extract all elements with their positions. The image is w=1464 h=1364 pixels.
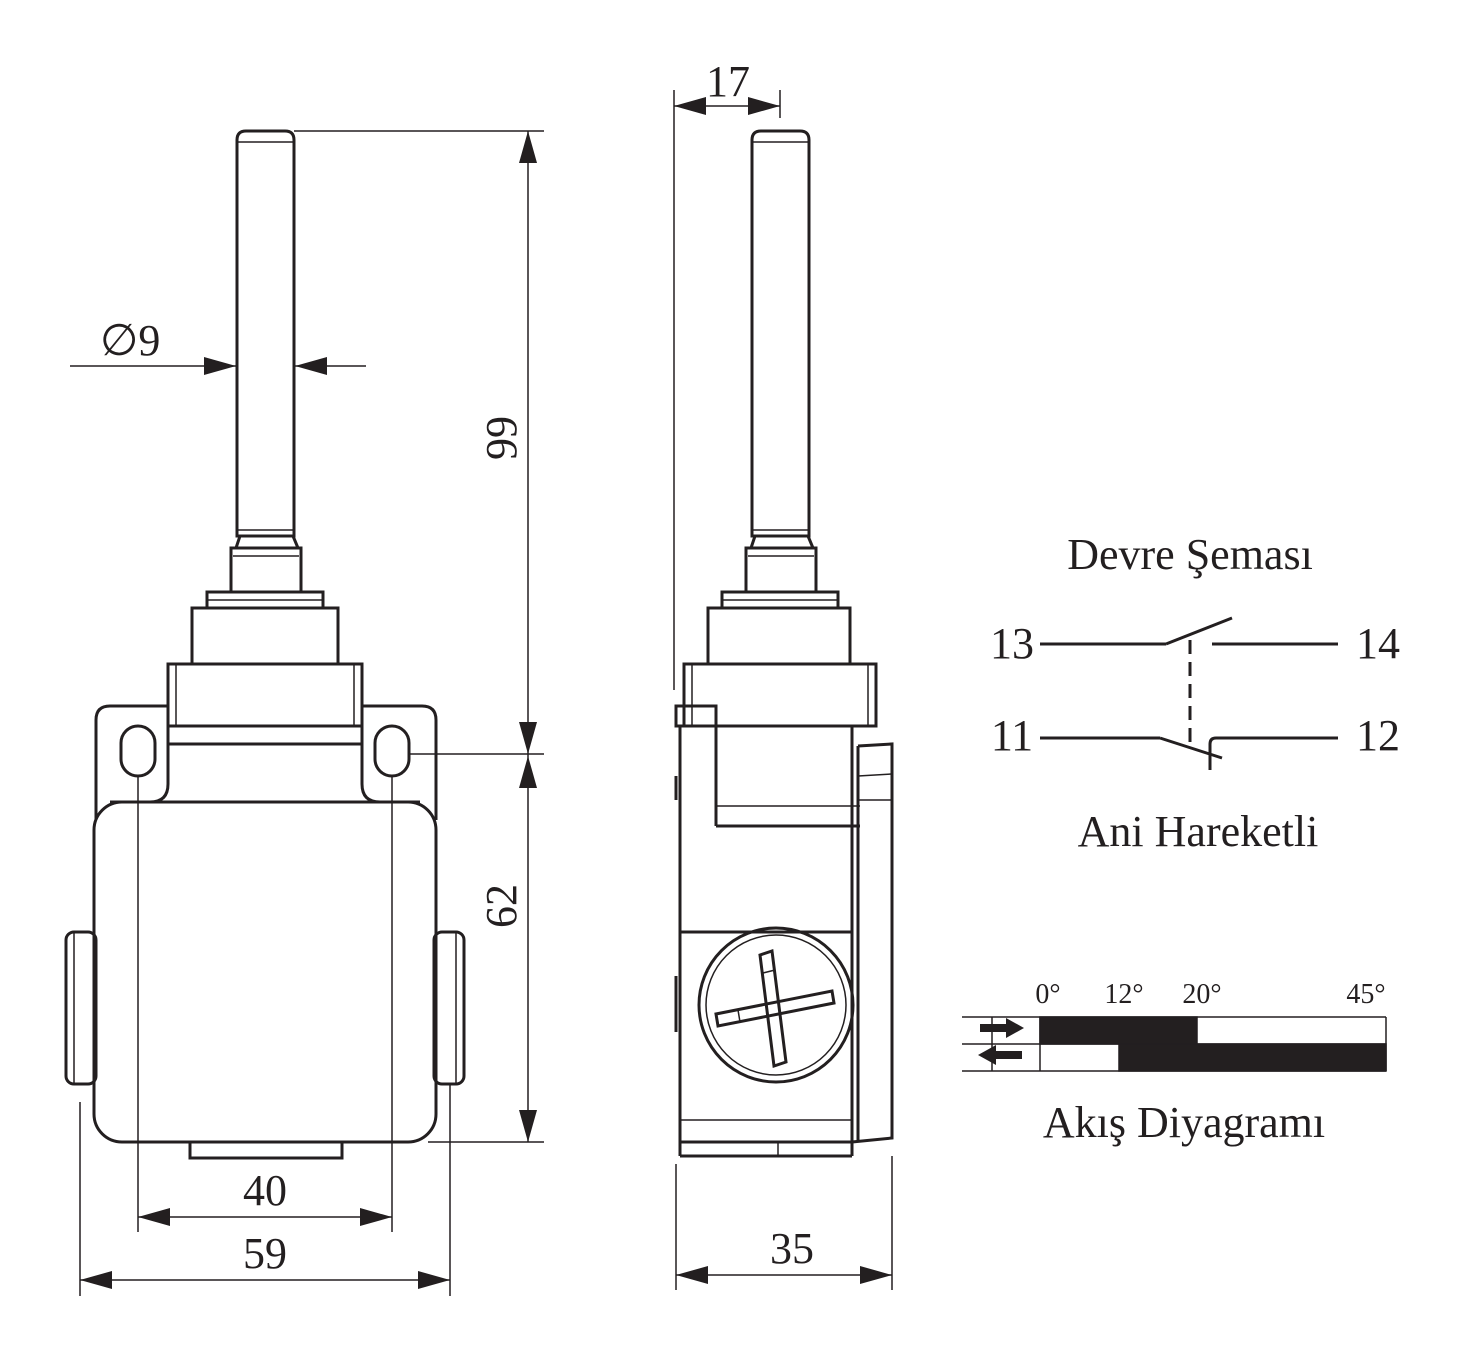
side-lever-rod — [750, 129, 811, 538]
angle-label-20: 20° — [1182, 979, 1221, 1010]
dim-body-width-label: 59 — [243, 1229, 287, 1278]
dim-depth-label: 35 — [770, 1224, 814, 1273]
dim-diameter-label: ∅9 — [100, 316, 160, 365]
dim-side-offset-label: 17 — [706, 57, 750, 106]
forward-closed-bar — [1039, 1016, 1198, 1045]
front-actuator-head — [166, 590, 364, 746]
contact-13-14-switch — [1165, 616, 1233, 646]
terminal-13: 13 — [990, 619, 1034, 668]
left-mounting-hole — [119, 724, 157, 778]
front-body — [64, 800, 466, 1160]
terminal-14: 14 — [1356, 619, 1400, 668]
terminal-11: 11 — [991, 711, 1033, 760]
side-view: 17 35 — [673, 57, 894, 1290]
side-screw — [697, 926, 855, 1084]
dim-depth: 35 — [675, 1156, 893, 1290]
angle-label-45: 45° — [1346, 979, 1385, 1010]
right-mounting-hole — [373, 724, 411, 778]
circuit-title: Devre Şeması — [1067, 530, 1313, 579]
side-lever-neck — [744, 535, 818, 594]
dim-body-width: 59 — [79, 1084, 451, 1296]
dim-diameter: ∅9 — [70, 316, 366, 375]
dim-lever-length: 99 — [294, 130, 544, 755]
dim-lever-length-label: 99 — [477, 416, 526, 460]
contact-11-12-switch — [1159, 736, 1223, 760]
return-closed-bar — [1118, 1043, 1387, 1072]
dim-body-height: 62 — [428, 754, 544, 1143]
terminal-12: 12 — [1356, 711, 1400, 760]
side-body — [674, 704, 894, 1158]
angle-label-12: 12° — [1104, 979, 1143, 1010]
flow-title: Akış Diyagramı — [1043, 1098, 1325, 1147]
dim-hole-spacing: 40 — [137, 776, 393, 1232]
front-view: ∅9 99 62 40 — [64, 129, 544, 1296]
flow-diagram: 0° 12° 20° 45° Akış Diyagramı — [962, 979, 1387, 1147]
front-lever-neck — [229, 535, 303, 594]
dim-body-height-label: 62 — [477, 884, 526, 928]
front-lever-rod — [235, 129, 296, 538]
forward-arrow-icon — [980, 1018, 1024, 1038]
dim-side-offset: 17 — [673, 57, 781, 690]
circuit-subtitle: Ani Hareketli — [1078, 807, 1319, 856]
dim-hole-spacing-label: 40 — [243, 1166, 287, 1215]
angle-label-0: 0° — [1035, 979, 1060, 1010]
contact-12-line — [1208, 736, 1338, 770]
return-arrow-icon — [978, 1045, 1022, 1065]
side-actuator-head — [682, 590, 878, 728]
circuit-diagram: Devre Şeması 13 14 11 12 Ani Hareketli — [990, 530, 1400, 856]
